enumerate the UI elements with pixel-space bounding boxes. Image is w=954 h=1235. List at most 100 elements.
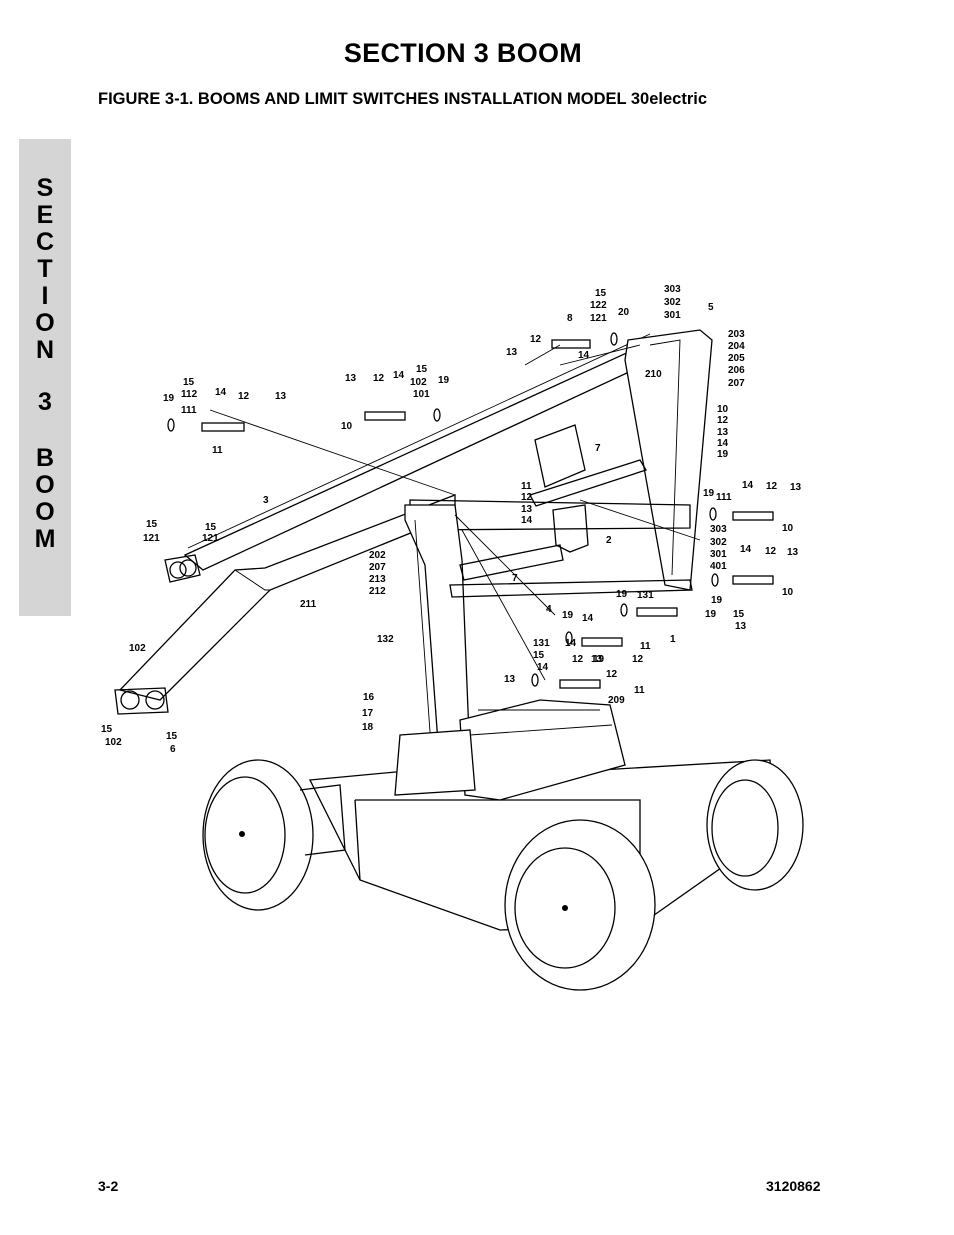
- callout-label: 13: [787, 547, 799, 558]
- side-tab-letter: O: [35, 498, 55, 526]
- callout-label: 302: [710, 537, 727, 548]
- callout-label: 13: [735, 621, 747, 632]
- callout-label: 203: [728, 329, 745, 340]
- callout-label: 19: [163, 393, 175, 404]
- callout-label: 1: [670, 634, 676, 645]
- callout-label: 303: [664, 284, 681, 295]
- callout-label: 13: [591, 654, 603, 665]
- callout-label: 102: [410, 377, 427, 388]
- callout-label: 15: [416, 364, 428, 375]
- callout-label: 14: [578, 350, 590, 361]
- callout-label: 14: [742, 480, 754, 491]
- callout-label: 10: [717, 404, 729, 415]
- side-tab-letter: O: [35, 309, 55, 337]
- callout-label: 15: [146, 519, 158, 530]
- callout-label: 18: [362, 722, 374, 733]
- callout-label: 14: [565, 638, 577, 649]
- callout-label: 15: [595, 288, 607, 299]
- section-title: SECTION 3 BOOM: [343, 38, 583, 68]
- callout-label: 13: [717, 427, 729, 438]
- callout-label: 212: [369, 586, 386, 597]
- callout-label: 302: [664, 297, 681, 308]
- callout-label: 11: [640, 641, 651, 652]
- callout-label: 13: [345, 373, 357, 384]
- callout-label: 209: [608, 695, 625, 706]
- side-tab-letter: 3: [38, 388, 52, 416]
- callout-label: 12: [530, 334, 542, 345]
- document-number: 3120862: [766, 1178, 821, 1194]
- callout-label: 13: [521, 504, 533, 515]
- callout-label: 121: [202, 533, 219, 544]
- callout-label: 7: [595, 443, 601, 454]
- callout-label: 102: [129, 643, 146, 654]
- callout-label: 303: [710, 524, 727, 535]
- side-tab-letter: O: [35, 471, 55, 499]
- callout-label: 13: [275, 391, 287, 402]
- side-tab-letter: T: [37, 255, 53, 283]
- callout-label: 13: [790, 482, 802, 493]
- callout-label: 210: [645, 369, 662, 380]
- callout-label: 12: [572, 654, 584, 665]
- callout-label: 12: [632, 654, 644, 665]
- callout-label: 15: [533, 650, 545, 661]
- callout-label: 19: [616, 589, 628, 600]
- callout-label: 14: [393, 370, 405, 381]
- callout-label: 211: [300, 599, 317, 610]
- callout-label: 206: [728, 365, 745, 376]
- callout-label: 121: [143, 533, 160, 544]
- callout-label: 19: [705, 609, 717, 620]
- callout-label: 213: [369, 574, 386, 585]
- page-number: 3-2: [98, 1178, 119, 1194]
- callout-label: 8: [567, 313, 573, 324]
- callout-label: 6: [170, 744, 176, 755]
- side-tab-letter: E: [36, 201, 54, 229]
- callout-label: 205: [728, 353, 745, 364]
- side-tab-letter: M: [34, 525, 56, 553]
- callout-label: 15: [205, 522, 217, 533]
- callout-label: 20: [618, 307, 630, 318]
- callout-label: 14: [215, 387, 227, 398]
- callout-label: 12: [766, 481, 778, 492]
- callout-label: 131: [637, 590, 654, 601]
- side-tab-letter: I: [41, 282, 49, 310]
- callout-label: 19: [593, 654, 605, 665]
- callout-label: 101: [413, 389, 430, 400]
- callout-label: 12: [606, 669, 618, 680]
- callout-label: 10: [782, 523, 794, 534]
- callout-label: 15: [166, 731, 178, 742]
- callout-label: 204: [728, 341, 745, 352]
- callout-label: 13: [506, 347, 518, 358]
- callout-label: 12: [521, 492, 533, 503]
- callout-label: 14: [537, 662, 549, 673]
- callout-label: 14: [582, 613, 594, 624]
- callout-label: 12: [373, 373, 385, 384]
- side-tab-letter: B: [35, 444, 55, 472]
- callout-label: 15: [101, 724, 113, 735]
- callout-label: 111: [716, 492, 732, 503]
- callout-label: 401: [710, 561, 727, 572]
- callout-label: 12: [765, 546, 777, 557]
- callout-label: 13: [504, 674, 516, 685]
- callout-label: 207: [369, 562, 386, 573]
- side-tab-letter: N: [35, 336, 55, 364]
- callout-label: 17: [362, 708, 374, 719]
- figure-title: FIGURE 3-1. BOOMS AND LIMIT SWITCHES INS…: [98, 90, 708, 108]
- callout-label: 19: [711, 595, 723, 606]
- callout-label: 131: [533, 638, 550, 649]
- callout-label: 202: [369, 550, 386, 561]
- callout-label: 5: [708, 302, 714, 313]
- side-tab-letter: C: [35, 228, 55, 256]
- callout-label: 132: [377, 634, 394, 645]
- callout-label: 19: [703, 488, 715, 499]
- callout-label: 12: [238, 391, 250, 402]
- callout-label: 19: [438, 375, 450, 386]
- callout-label: 11: [634, 685, 645, 696]
- callout-label: 301: [664, 310, 681, 321]
- callout-label: 121: [590, 313, 607, 324]
- callout-label: 11: [212, 445, 223, 456]
- callout-label: 14: [521, 515, 533, 526]
- callout-label: 7: [512, 573, 518, 584]
- callout-label: 111: [181, 405, 197, 416]
